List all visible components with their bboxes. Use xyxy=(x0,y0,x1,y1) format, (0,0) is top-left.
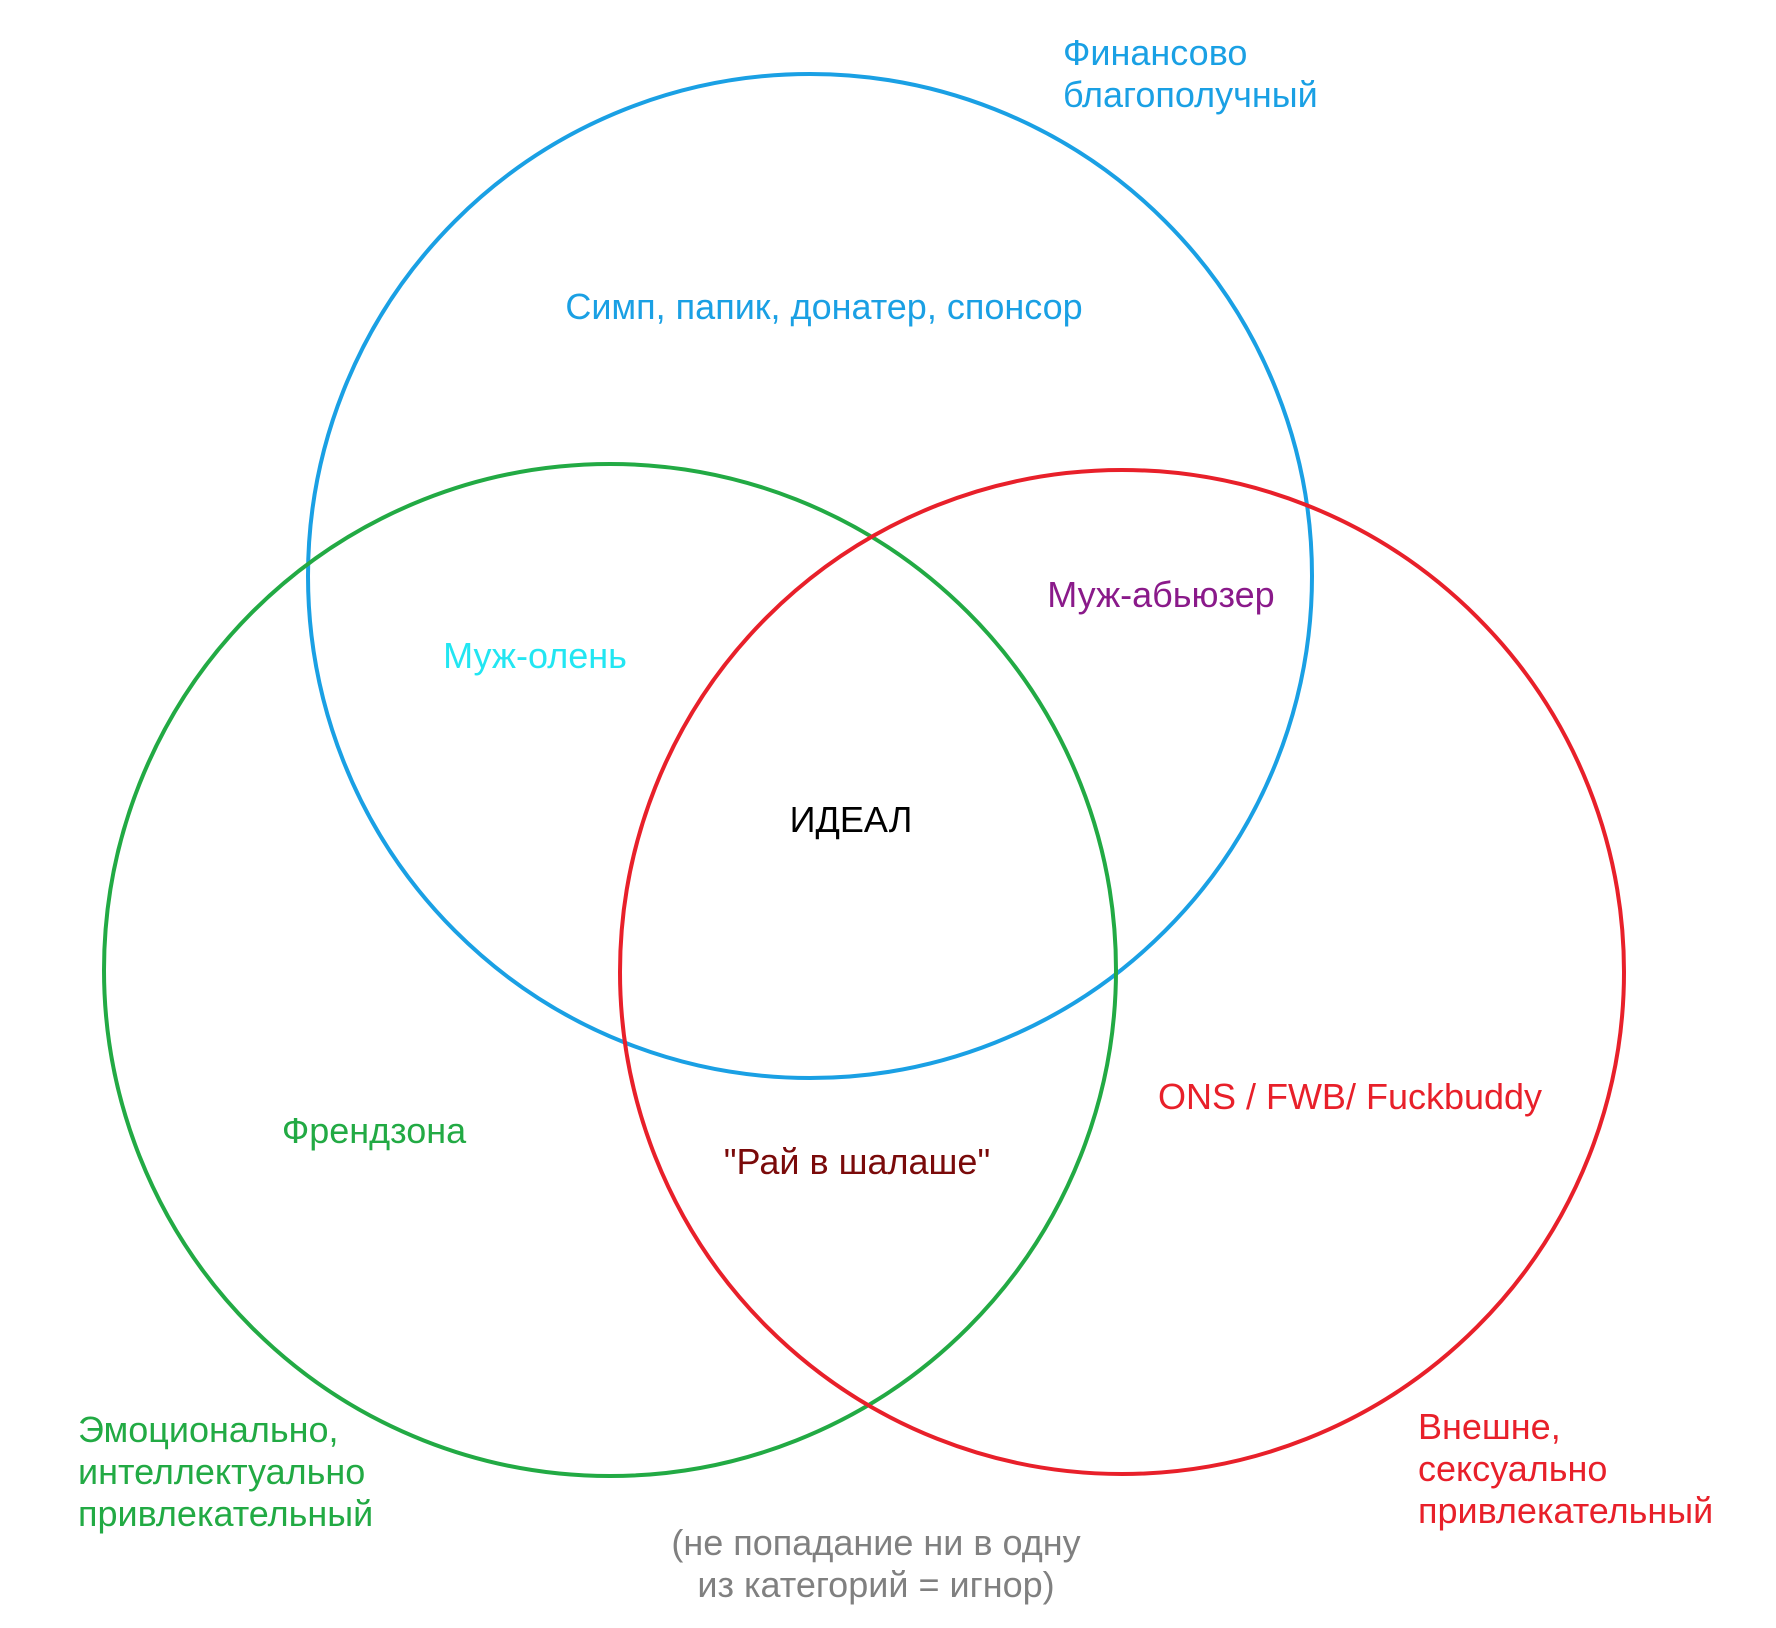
emotional-set-label: Эмоционально, интеллектуально привлекате… xyxy=(78,1409,374,1534)
region-financial-emotional-label: Муж-олень xyxy=(443,635,627,676)
physical-set-label: Внешне, сексуально привлекательный xyxy=(1418,1406,1714,1531)
region-all-three-label: ИДЕАЛ xyxy=(789,799,913,840)
physical-circle xyxy=(618,468,1626,1476)
region-financial-only-label: Симп, папик, донатер, спонсор xyxy=(565,286,1083,327)
region-physical-only-label: ONS / FWB/ Fuckbuddy xyxy=(1157,1076,1543,1117)
region-emotional-physical-label: "Рай в шалаше" xyxy=(723,1141,991,1182)
emotional-circle xyxy=(102,462,1118,1478)
financial-circle xyxy=(306,72,1314,1080)
footnote: (не попадание ни в одну из категорий = и… xyxy=(671,1522,1081,1605)
region-emotional-only-label: Френдзона xyxy=(281,1110,467,1151)
region-financial-physical-label: Муж-абьюзер xyxy=(1047,574,1275,615)
financial-set-label: Финансово благополучный xyxy=(1063,32,1318,115)
